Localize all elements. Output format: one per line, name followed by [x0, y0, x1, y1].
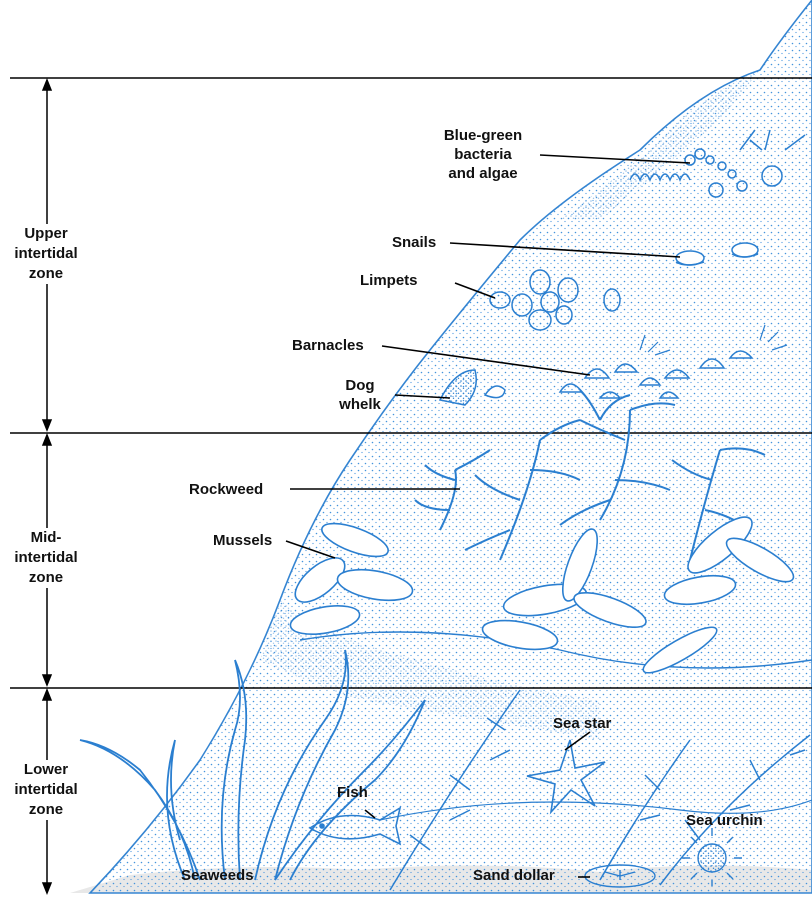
zone-label-mid-l3: zone [0, 568, 92, 588]
label-limpets: Limpets [360, 271, 418, 290]
zone-label-upper: Upper intertidal zone [0, 224, 92, 284]
label-sea-star: Sea star [553, 714, 611, 733]
zone-label-lower-l2: intertidal [0, 780, 92, 800]
label-dog-whelk-l2: whelk [330, 395, 390, 414]
label-snails: Snails [392, 233, 436, 252]
zone-label-upper-l3: zone [0, 264, 92, 284]
label-dog-whelk: Dog whelk [330, 376, 390, 414]
label-mussels: Mussels [213, 531, 272, 550]
label-barnacles: Barnacles [292, 336, 364, 355]
label-bacteria: Blue-green bacteria and algae [428, 126, 538, 183]
label-sea-urchin: Sea urchin [686, 811, 763, 830]
label-rockweed: Rockweed [189, 480, 263, 499]
zone-label-lower: Lower intertidal zone [0, 760, 92, 820]
zone-label-upper-l2: intertidal [0, 244, 92, 264]
label-bacteria-l1: Blue-green [428, 126, 538, 145]
zone-label-mid-l1: Mid- [0, 528, 92, 548]
label-dog-whelk-l1: Dog [330, 376, 390, 395]
label-fish: Fish [337, 783, 368, 802]
label-seaweeds: Seaweeds [181, 866, 254, 885]
zone-label-lower-l3: zone [0, 800, 92, 820]
zone-label-upper-l1: Upper [0, 224, 92, 244]
zone-label-lower-l1: Lower [0, 760, 92, 780]
zone-label-mid-l2: intertidal [0, 548, 92, 568]
label-sand-dollar: Sand dollar [473, 866, 555, 885]
label-bacteria-l3: and algae [428, 164, 538, 183]
zone-label-mid: Mid- intertidal zone [0, 528, 92, 588]
label-bacteria-l2: bacteria [428, 145, 538, 164]
